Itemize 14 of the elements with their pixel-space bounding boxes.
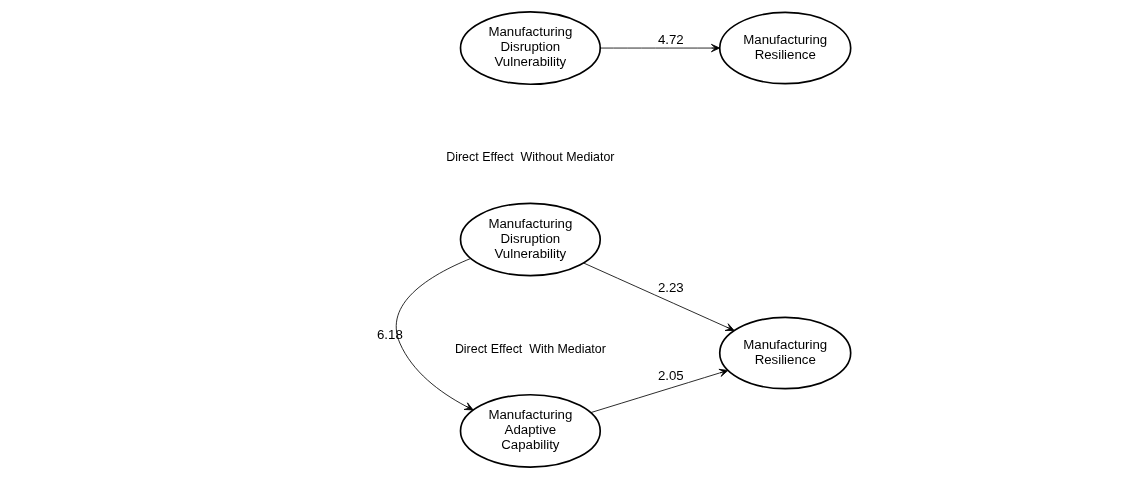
edge-label: 4.72	[657, 31, 684, 47]
arrow	[599, 43, 720, 53]
label: Direct Effect Without Mediator	[445, 150, 614, 165]
arrow	[582, 262, 735, 331]
node-ellipse: Manufacturing Resilience	[718, 11, 851, 85]
arrow	[589, 368, 728, 413]
edge-label: 2.05	[657, 368, 684, 384]
node-ellipse: Manufacturing Disruption Vulnerability	[459, 11, 601, 86]
label: Direct Effect With Mediator	[454, 341, 606, 356]
arrow	[395, 258, 474, 411]
edge-label: 6.18	[376, 326, 403, 342]
node-ellipse: Manufacturing Adaptive Capability	[459, 393, 601, 468]
edge-label: 2.23	[657, 280, 684, 296]
node-ellipse: Manufacturing Disruption Vulnerability	[459, 202, 601, 277]
